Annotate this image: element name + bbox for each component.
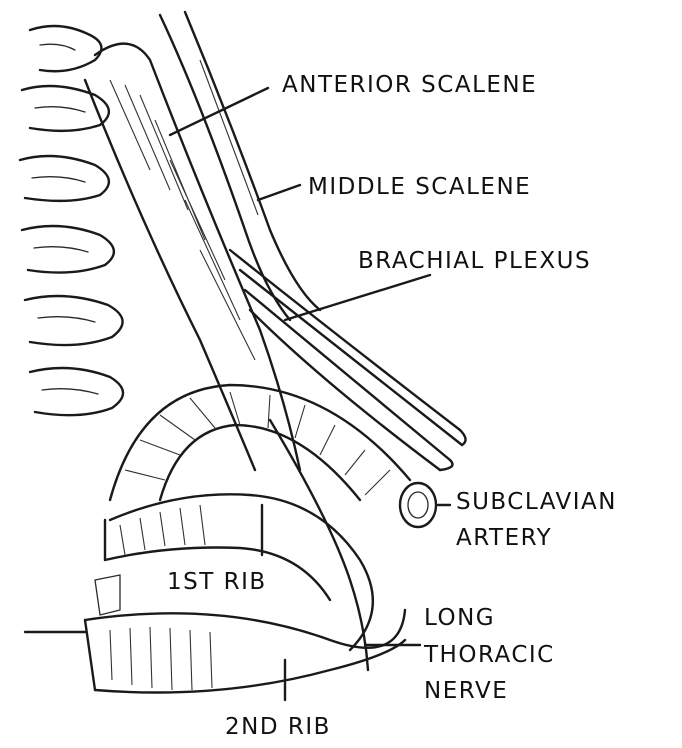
label-long-thoracic-nerve-line1: LONG xyxy=(424,603,495,633)
label-middle-scalene: MIDDLE SCALENE xyxy=(308,172,531,202)
middle-scalene-muscle xyxy=(160,12,320,320)
label-subclavian-artery-line2: ARTERY xyxy=(456,523,552,553)
cervical-vertebrae xyxy=(20,26,123,415)
label-subclavian-artery-line1: SUBCLAVIAN xyxy=(456,487,617,517)
label-long-thoracic-nerve-line2: THORACIC xyxy=(424,640,555,670)
label-brachial-plexus: BRACHIAL PLEXUS xyxy=(358,246,591,276)
anterior-scalene-muscle xyxy=(85,44,300,470)
label-long-thoracic-nerve-line3: NERVE xyxy=(424,676,508,706)
label-anterior-scalene: ANTERIOR SCALENE xyxy=(282,70,537,100)
label-second-rib: 2ND RIB xyxy=(225,712,331,742)
label-first-rib: 1ST RIB xyxy=(167,567,267,597)
